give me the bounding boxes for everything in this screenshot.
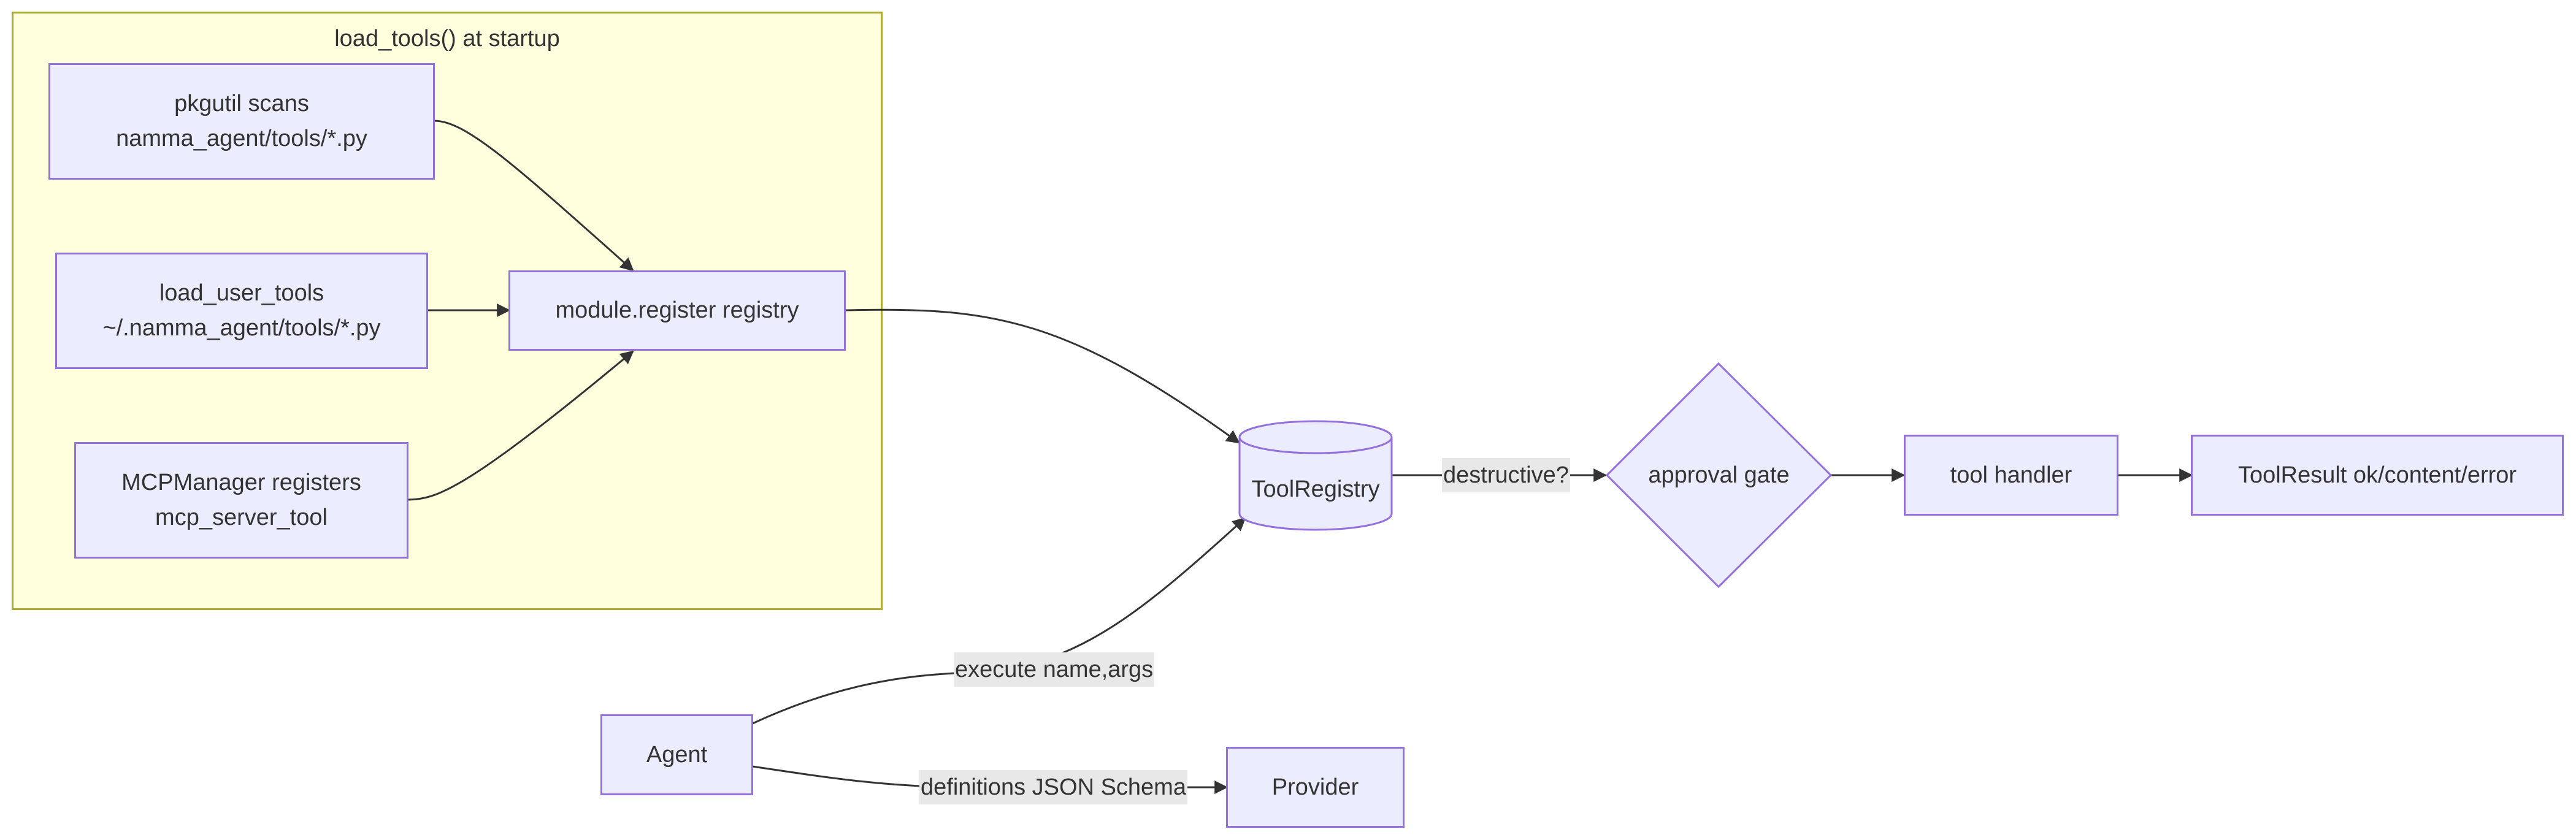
pkgutil-line-2: namma_agent/tools/*.py bbox=[116, 126, 367, 151]
approval-gate-diamond bbox=[1605, 362, 1833, 589]
cluster-title: load_tools() at startup bbox=[334, 26, 560, 52]
provider-node: Provider bbox=[1226, 747, 1405, 828]
pkgutil-node: pkgutil scans namma_agent/tools/*.py bbox=[48, 63, 435, 180]
mcp-line-1: MCPManager registers bbox=[121, 470, 361, 495]
edge-register-to-toolregistry bbox=[845, 308, 1240, 444]
pkgutil-line-1: pkgutil scans bbox=[174, 91, 309, 116]
tool-registry-label: ToolRegistry bbox=[1251, 476, 1380, 502]
module-register-label: module.register registry bbox=[555, 297, 799, 323]
provider-label: Provider bbox=[1271, 774, 1359, 800]
tool-registry-cylinder bbox=[1238, 420, 1393, 531]
tool-handler-node: tool handler bbox=[1904, 435, 2118, 516]
tool-result-label: ToolResult ok/content/error bbox=[2237, 462, 2517, 488]
agent-node: Agent bbox=[600, 714, 753, 795]
edge-agent-to-toolregistry bbox=[752, 517, 1246, 725]
user-tools-node: load_user_tools ~/.namma_agent/tools/*.p… bbox=[55, 253, 428, 369]
user-tools-line-2: ~/.namma_agent/tools/*.py bbox=[102, 315, 381, 341]
edge-mcp-to-register bbox=[407, 350, 634, 501]
mcp-manager-node: MCPManager registers mcp_server_tool bbox=[74, 442, 408, 559]
edge-label-execute: execute name,args bbox=[954, 652, 1155, 687]
approval-gate-label: approval gate bbox=[1648, 462, 1790, 488]
edge-pkgutil-to-register bbox=[434, 120, 634, 272]
module-register-node: module.register registry bbox=[508, 270, 846, 351]
tool-handler-label: tool handler bbox=[1950, 462, 2072, 488]
mcp-line-2: mcp_server_tool bbox=[155, 505, 328, 530]
agent-label: Agent bbox=[646, 741, 708, 768]
edge-label-destructive: destructive? bbox=[1442, 458, 1570, 492]
user-tools-line-1: load_user_tools bbox=[159, 280, 324, 306]
edge-label-definitions: definitions JSON Schema bbox=[919, 770, 1187, 804]
tool-result-node: ToolResult ok/content/error bbox=[2191, 435, 2564, 516]
